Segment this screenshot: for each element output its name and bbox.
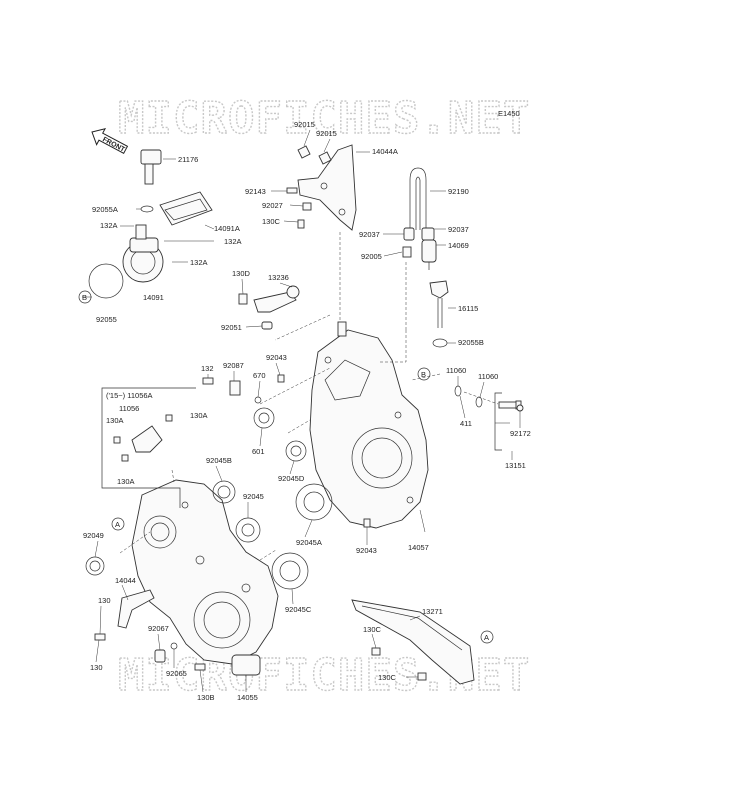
valve-14069 [402,227,437,270]
part-label: 92051 [221,323,242,332]
part-label: 130A [190,411,208,420]
kit-label: ('15~) 11056A [106,391,153,400]
part-label: 130A [106,416,124,425]
part-label: 411 [460,419,472,428]
part-label: 130C [378,673,397,682]
part-label: 92067 [148,624,169,633]
part-label: 92027 [262,201,283,210]
part-label: 132A [190,258,208,267]
part-label: 11060 [446,366,466,375]
crankcase-cover-14057 [309,321,429,533]
part-label: 92005 [361,252,382,261]
cover-14091a [159,191,215,230]
ref-b-1: B [82,293,87,302]
bearings [85,407,333,590]
part-label: 13236 [268,273,289,282]
part-label: 601 [252,447,265,456]
part-label: 130 [98,596,111,605]
part-label: 92045D [278,474,305,483]
part-label: 13151 [505,461,526,470]
watermark-top: MICROFICHES.NET [118,93,530,144]
part-label: 14091 [143,293,164,302]
part-label: 130A [117,477,135,486]
part-labels: 21176 92055A 132A 14091A 132A 132A 14091… [83,120,531,702]
ref-a-1: A [115,520,120,529]
part-label: 130B [197,693,215,702]
leader-lines [94,129,521,693]
part-label: 21176 [178,155,198,164]
part-label: 92015 [294,120,315,129]
fasteners [94,374,371,671]
diagram-code: E1450 [498,109,520,118]
part-label: 92087 [223,361,244,370]
rings-11060 [454,385,483,408]
part-label: 14057 [408,543,429,552]
part-label: 92055B [458,338,484,347]
part-label: 92037 [359,230,380,239]
part-label: 670 [253,371,266,380]
case-14091 [122,224,214,283]
ref-b-2: B [421,370,426,379]
part-label: 13271 [422,607,443,616]
part-label: 14044 [115,576,136,585]
part-label: 92015 [316,129,337,138]
part-label: 14055 [237,693,258,702]
sensor-21176 [140,149,176,185]
part-label: 132A [224,237,242,246]
shift-lever-13236 [238,285,300,330]
part-label: 92043 [266,353,287,362]
part-label: 92045B [206,456,232,465]
kit-box-11056a: ('15~) 11056A [101,387,196,508]
part-label: 92045A [296,538,322,547]
part-label: 92190 [448,187,469,196]
part-label: 92045 [243,492,264,501]
ref-markers: B B A A [78,290,494,644]
part-label: 130C [262,217,281,226]
part-label: 130C [363,625,382,634]
part-label: 11056 [119,404,139,413]
part-label: 92065 [166,669,187,678]
bolts-top [286,187,312,229]
part-label: 16115 [458,304,478,313]
part-label: 92037 [448,225,469,234]
part-label: 92055 [96,315,117,324]
assembly-lines [119,232,499,561]
part-label: 132A [100,221,118,230]
part-label: 11060 [478,372,498,381]
o-ring-92055a [140,205,154,213]
part-label: 92045C [285,605,312,614]
part-label: 14091A [214,224,240,233]
ref-a-2: A [484,633,489,642]
part-label: 14069 [448,241,469,250]
guide-13271 [351,599,475,685]
part-label: 92049 [83,531,104,540]
part-label: 132 [201,364,214,373]
part-label: 92172 [510,429,531,438]
part-label: 14044A [372,147,398,156]
part-label: 130 [90,663,103,672]
part-label: 92143 [245,187,266,196]
dipstick-16115 [429,280,449,348]
o-ring-92055 [88,263,124,299]
box-13151 [494,392,524,451]
gear-case-14055 [131,479,279,676]
bracket-14044 [117,589,155,629]
part-label: 130D [232,269,251,278]
part-label: 92055A [92,205,118,214]
bracket-14044a [297,144,370,231]
part-label: 92043 [356,546,377,555]
hose-92190 [409,167,446,230]
